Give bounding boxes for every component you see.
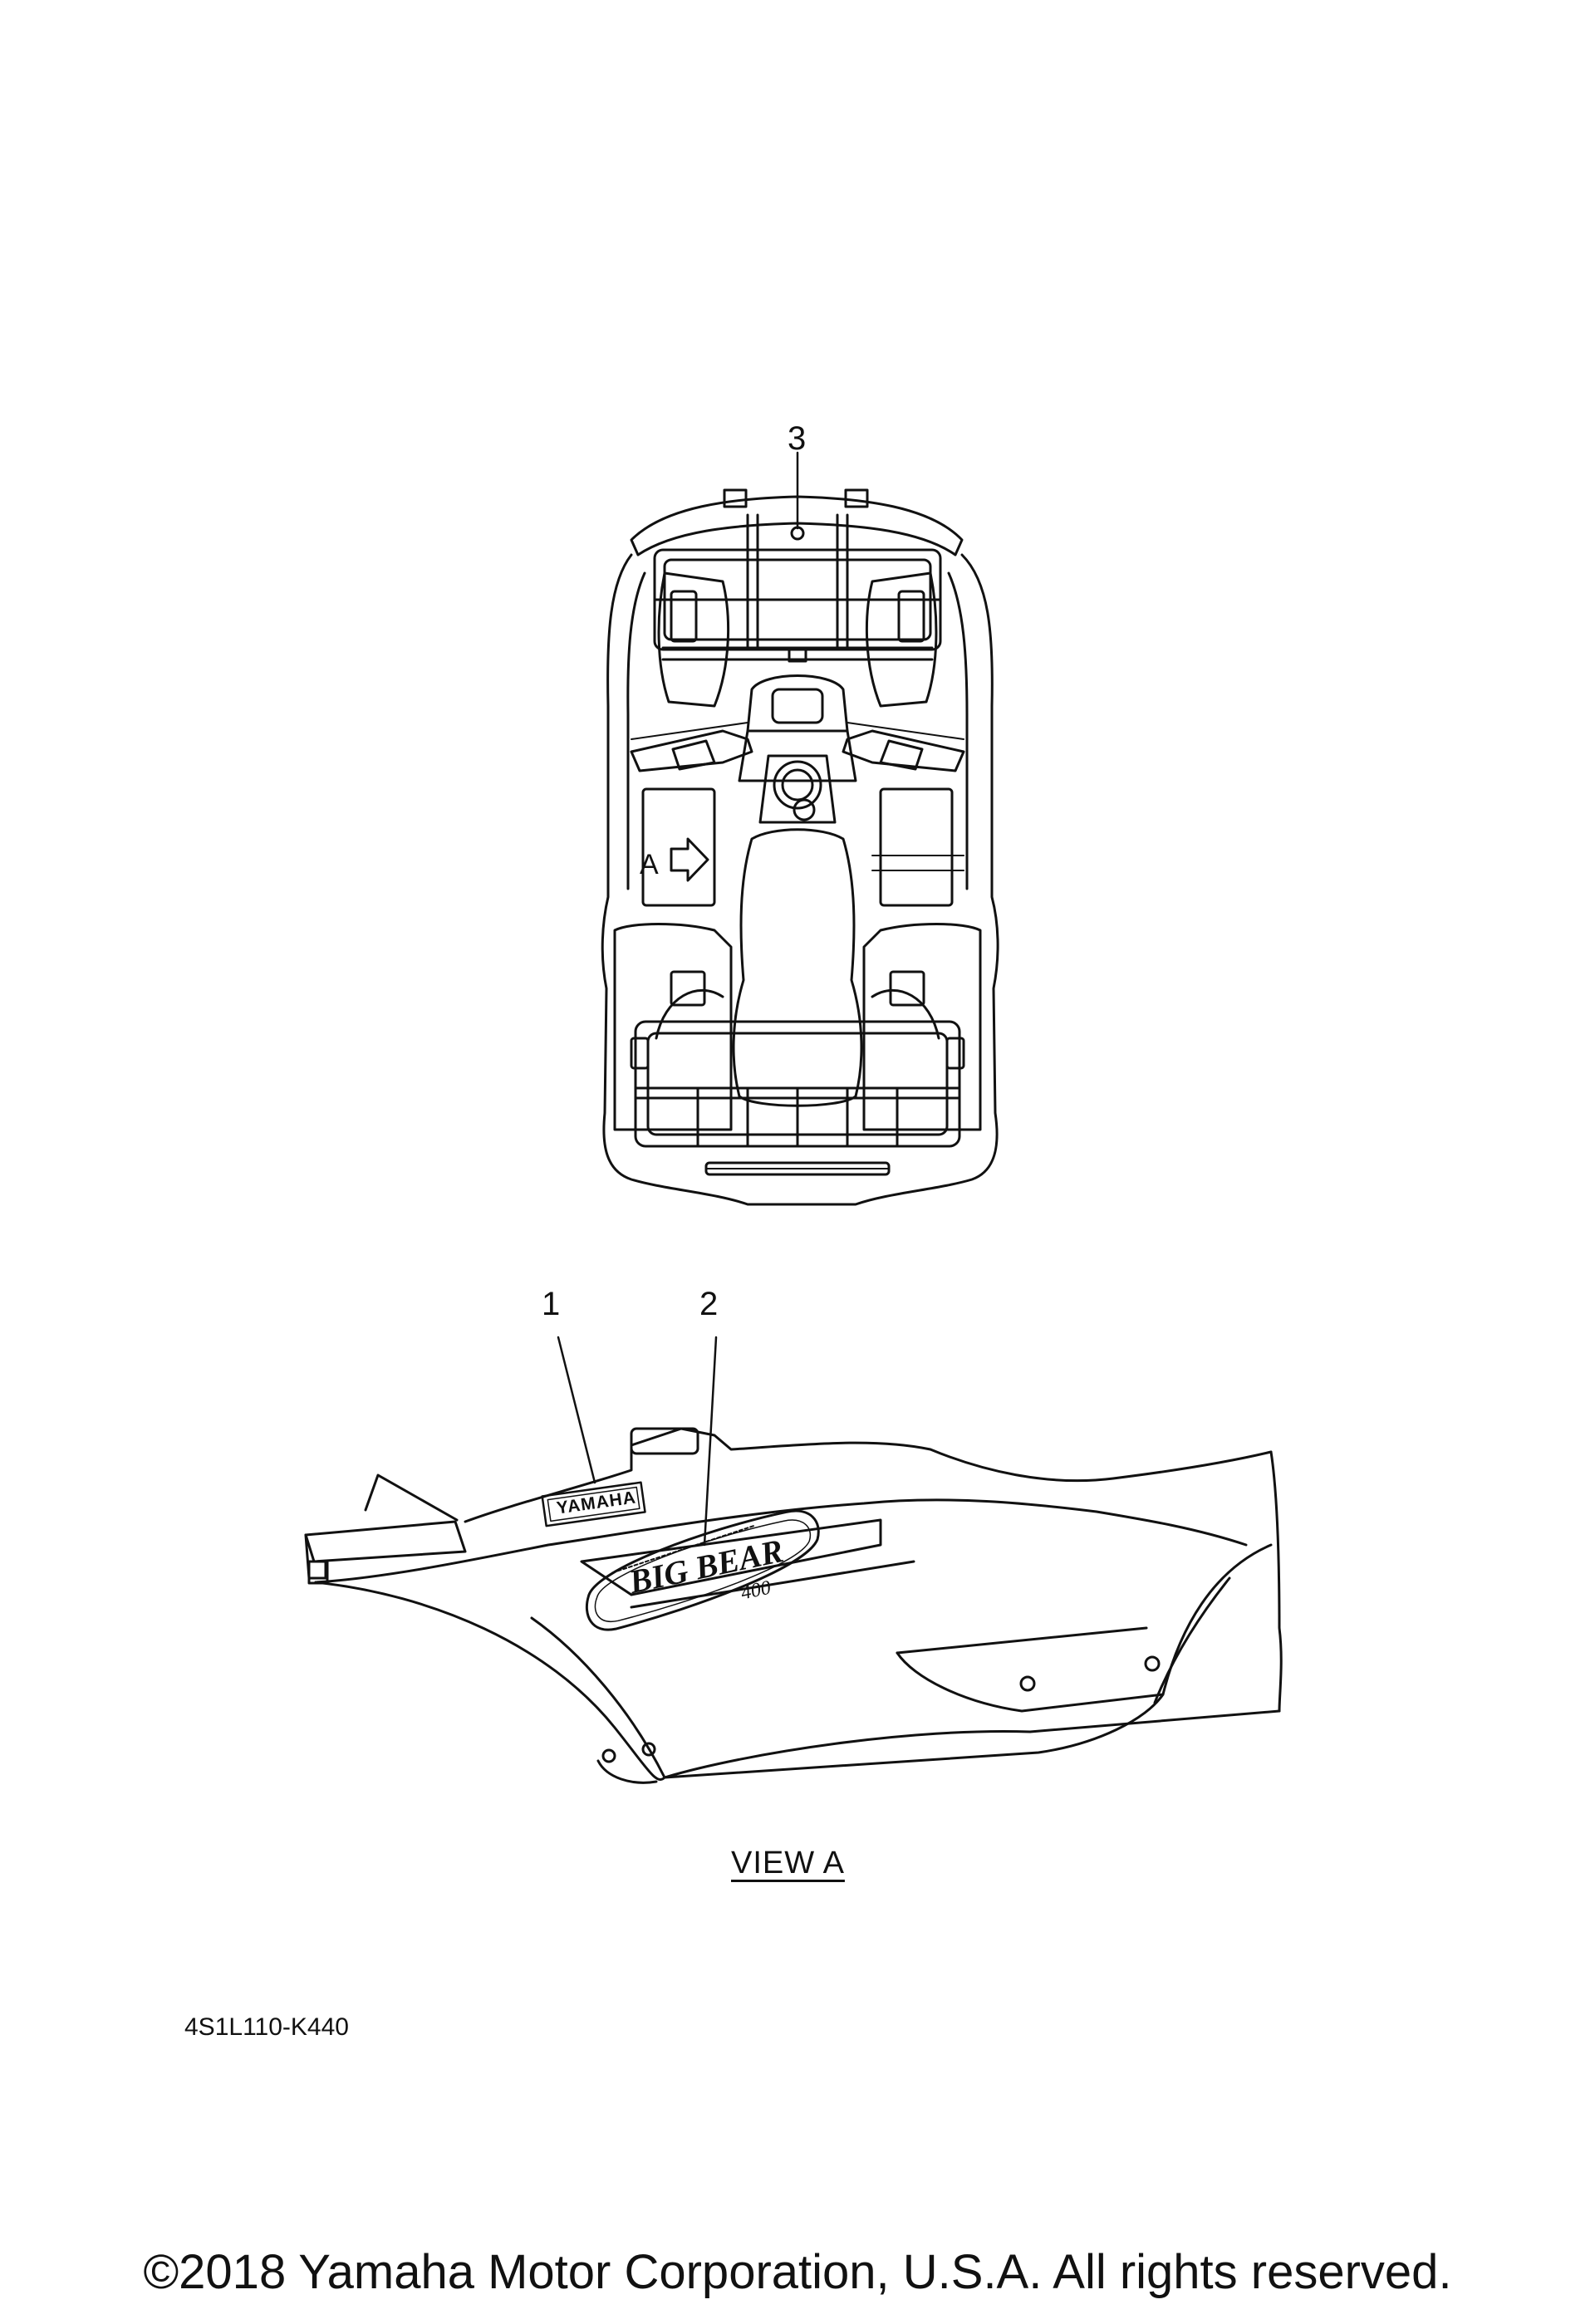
callout-1: 1	[542, 1286, 561, 1322]
view-a-side-view	[304, 1336, 1283, 1784]
atv-top-view	[601, 451, 999, 1206]
diagram-part-code: 4S1L110-K440	[184, 2013, 349, 2041]
callout-3: 3	[788, 420, 807, 457]
view-a-marker: A	[640, 849, 659, 880]
view-a-arrow-icon	[670, 837, 709, 882]
copyright-notice: ©2018 Yamaha Motor Corporation, U.S.A. A…	[143, 2245, 1452, 2299]
big-bear-decal	[585, 1509, 820, 1631]
view-a-caption: VIEW A	[731, 1846, 845, 1880]
yamaha-decal	[541, 1481, 646, 1527]
callout-2: 2	[699, 1286, 719, 1322]
